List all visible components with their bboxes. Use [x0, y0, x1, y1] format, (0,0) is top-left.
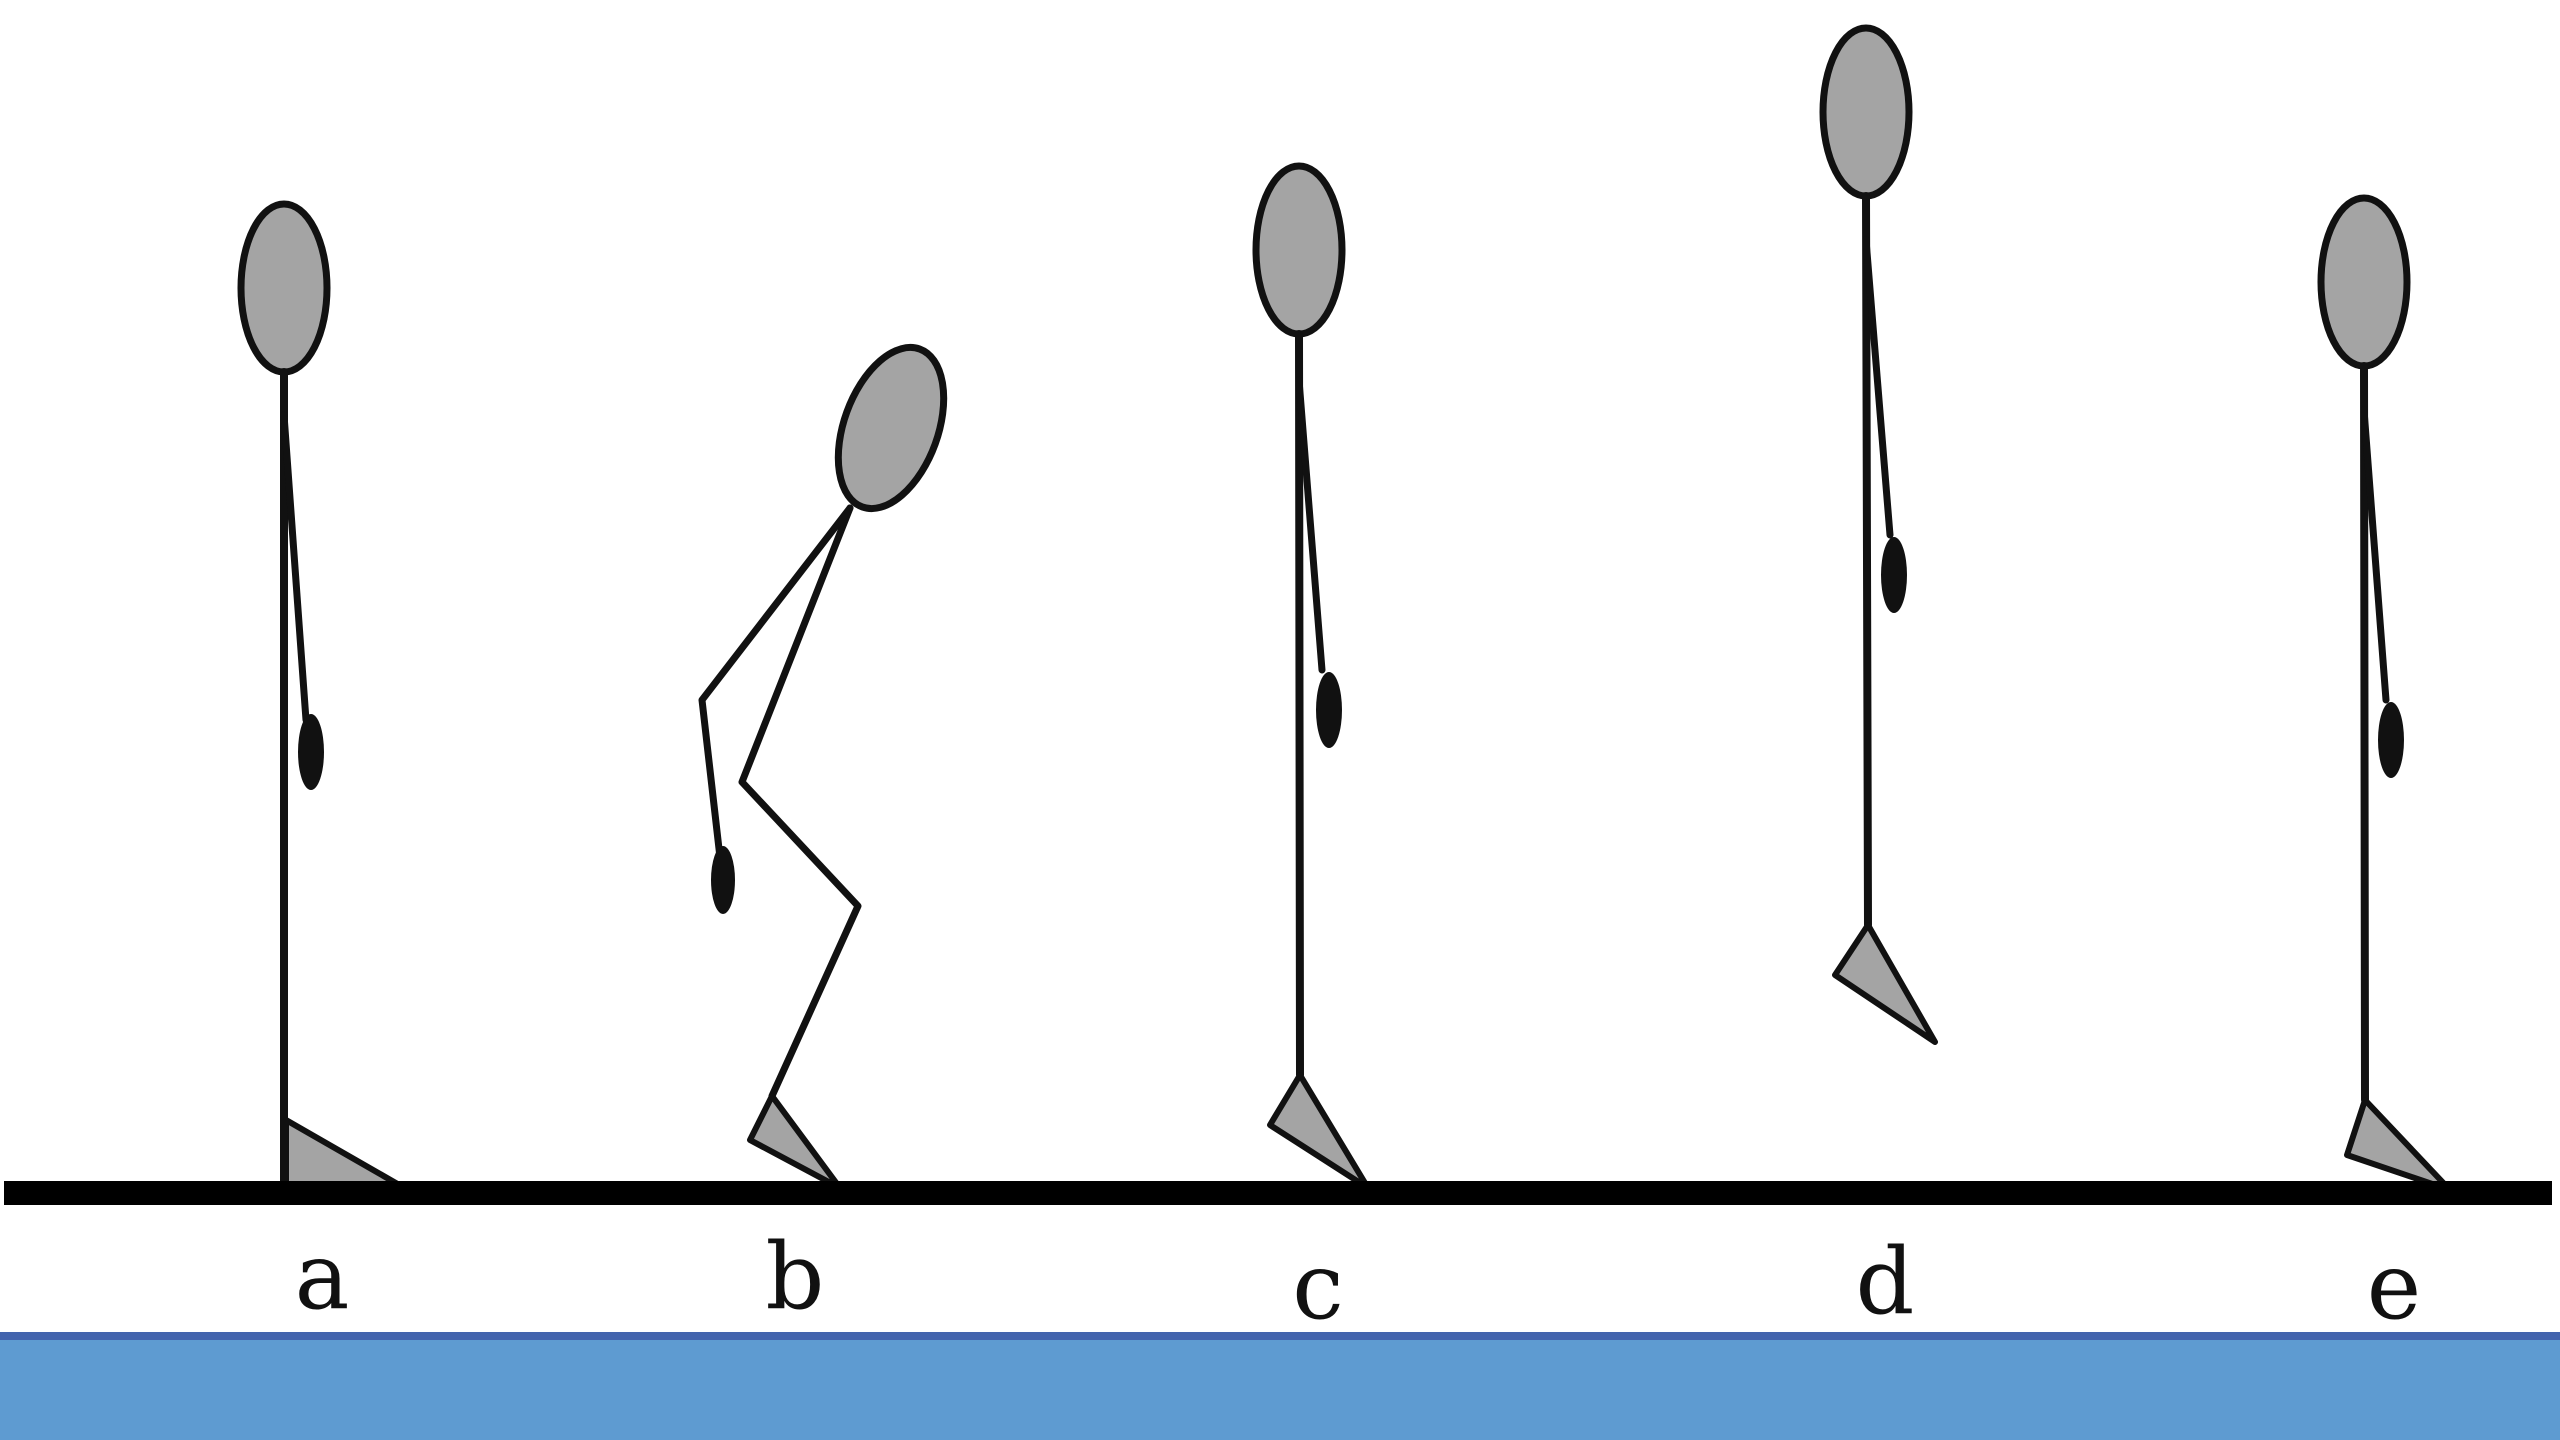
stick-figure-a [237, 200, 411, 1194]
figure-a-foot [283, 1117, 411, 1193]
figure-c-body [1295, 330, 1304, 1079]
figure-a-head [237, 200, 331, 376]
figure-b-head [834, 343, 948, 513]
figure-d-arm [1862, 236, 1894, 539]
figure-b-arm [698, 504, 854, 879]
figure-c-hand [1316, 672, 1342, 748]
figure-b-body [738, 504, 862, 1100]
figure-d-body [1862, 192, 1872, 929]
figure-d-foot [1832, 922, 1938, 1045]
figure-e-hand [2378, 702, 2404, 778]
stick-figure-d [1819, 24, 1938, 1045]
figure-e-head [2317, 194, 2411, 370]
label-d: d [1856, 1228, 1915, 1335]
figure-e-body [2360, 362, 2369, 1104]
figure-e-foot [2344, 1097, 2453, 1193]
stick-figure-c [1252, 162, 1371, 1191]
label-c: c [1292, 1233, 1344, 1340]
stick-figure-b [698, 343, 948, 1191]
figure-a-arm [280, 411, 310, 724]
figure-e-arm [2360, 406, 2390, 704]
label-e: e [2367, 1233, 2421, 1340]
figure-c-arm [1295, 376, 1326, 674]
figure-b-hand [711, 846, 735, 914]
bottom-color-band [0, 1332, 2560, 1440]
figure-d-head [1819, 24, 1913, 200]
figure-d-hand [1881, 537, 1907, 613]
label-a: a [295, 1223, 350, 1330]
figure-c-head [1252, 162, 1346, 338]
figure-a-hand [298, 714, 324, 790]
stick-figure-e [2317, 194, 2453, 1193]
figure-c-foot [1267, 1072, 1371, 1191]
label-b: b [766, 1223, 825, 1330]
figure-b-foot [747, 1093, 843, 1191]
